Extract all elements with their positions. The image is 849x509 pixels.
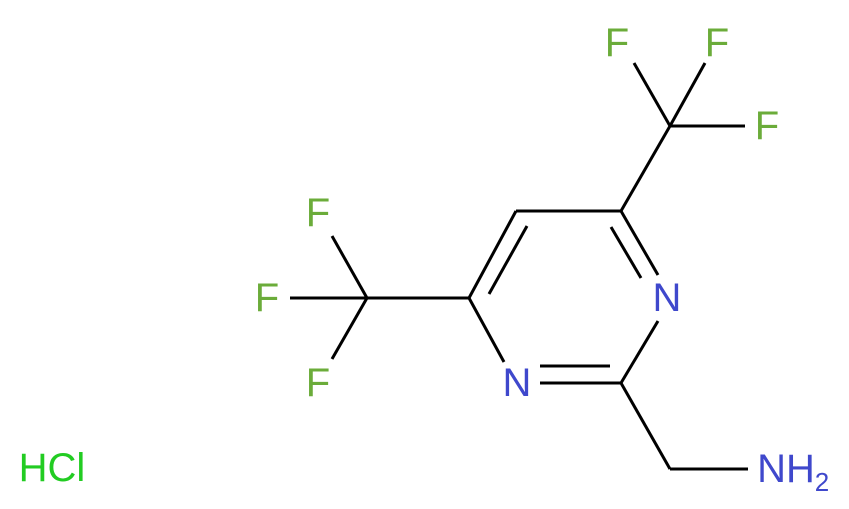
ring-nitrogen-label: N bbox=[653, 276, 682, 320]
bond-n3-c4 bbox=[467, 297, 506, 363]
bond-c4-c5-inner bbox=[487, 225, 529, 295]
amine-subscript: 2 bbox=[815, 467, 829, 497]
bond-cf3-f-left-bottom bbox=[330, 297, 369, 360]
fluorine-label: F bbox=[306, 191, 330, 235]
bond-cf3-f-upper-left bbox=[632, 62, 672, 127]
bond-c2-ch2 bbox=[619, 382, 672, 470]
bond-cf3-f-left-top bbox=[330, 235, 369, 299]
amine-label: NH bbox=[757, 447, 815, 491]
counterion-label: HCl bbox=[19, 446, 86, 490]
bond-c6-n1-inner bbox=[609, 226, 643, 279]
fluorine-label: F bbox=[755, 104, 779, 148]
fluorine-label: F bbox=[306, 361, 330, 405]
fluorine-label: F bbox=[705, 21, 729, 65]
fluorine-label: F bbox=[605, 21, 629, 65]
ring-nitrogen-label: N bbox=[503, 361, 532, 405]
fluorine-label: F bbox=[255, 276, 279, 320]
bond-c6-cf3 bbox=[619, 125, 672, 212]
bond-n1-c2 bbox=[619, 320, 660, 384]
bond-c6-n1 bbox=[619, 210, 660, 276]
bond-c4-c5 bbox=[467, 210, 518, 299]
bond-cf3-f-upper-mid bbox=[668, 62, 707, 127]
